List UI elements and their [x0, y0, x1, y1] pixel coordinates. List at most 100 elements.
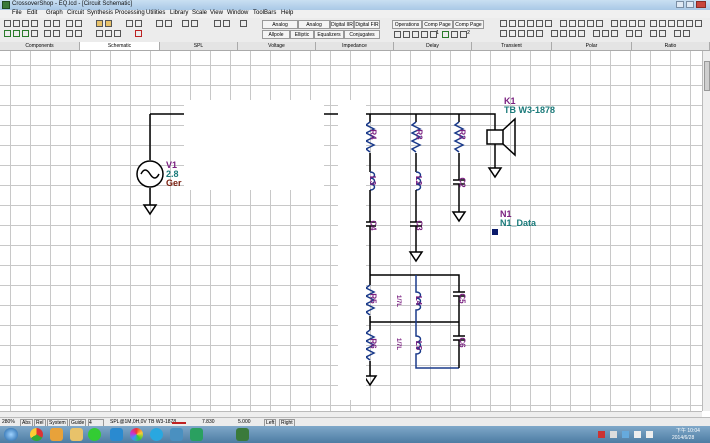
chart15-icon[interactable] [650, 30, 657, 37]
view15-icon[interactable] [638, 20, 645, 27]
opamp-tool-icon[interactable] [31, 30, 38, 37]
wire-tool-icon[interactable] [66, 30, 73, 37]
marker-icon[interactable] [165, 20, 172, 27]
operations-button[interactable]: Operations [392, 20, 422, 29]
ground-tool-icon[interactable] [75, 30, 82, 37]
menu-library[interactable]: Library [170, 10, 189, 16]
skype-icon[interactable] [150, 428, 163, 441]
chart11-icon[interactable] [602, 30, 609, 37]
help-icon[interactable] [214, 20, 221, 27]
network-taskbar-icon[interactable] [170, 428, 183, 441]
tab-polar[interactable]: Polar [552, 42, 632, 50]
menu-view[interactable]: View [210, 10, 223, 16]
view4-icon[interactable] [527, 20, 534, 27]
view3-icon[interactable] [518, 20, 525, 27]
menu-synthesis[interactable]: Synthesis [87, 10, 114, 16]
calc-icon[interactable] [451, 31, 458, 38]
library-icon[interactable] [105, 20, 112, 27]
rotate-icon[interactable] [105, 30, 112, 37]
close-button[interactable] [696, 1, 706, 8]
folder-icon[interactable] [96, 20, 103, 27]
view7-icon[interactable] [560, 20, 567, 27]
chart8-icon[interactable] [569, 30, 576, 37]
menu-window[interactable]: Window [227, 10, 249, 16]
folder-taskbar-icon[interactable] [70, 428, 83, 441]
paste2-icon[interactable] [412, 31, 419, 38]
view13-icon[interactable] [620, 20, 627, 27]
view19-icon[interactable] [677, 20, 684, 27]
copy-icon[interactable] [44, 20, 51, 27]
undo-icon[interactable] [421, 31, 428, 38]
source-tool-icon[interactable] [44, 30, 51, 37]
comp-page1-button[interactable]: Comp Page 1 [422, 20, 453, 36]
view21-icon[interactable] [695, 20, 702, 27]
speaker-tool-icon[interactable] [53, 30, 60, 37]
conjugates-button[interactable]: Conjugates [344, 30, 380, 39]
chart7-icon[interactable] [560, 30, 567, 37]
menu-utilities[interactable]: Utilities [146, 10, 166, 16]
view2-icon[interactable] [509, 20, 516, 27]
tab-delay[interactable]: Delay [394, 42, 472, 50]
menu-graph[interactable]: Graph [46, 10, 63, 16]
mirror-icon[interactable] [114, 30, 121, 37]
tray-icon-3[interactable] [622, 431, 629, 438]
tab-impedance[interactable]: Impedance [316, 42, 394, 50]
app-taskbar-icon[interactable] [110, 428, 123, 441]
comp-page2-button[interactable]: Comp Page 2 [453, 20, 484, 36]
chart18-icon[interactable] [683, 30, 690, 37]
menu-processing[interactable]: Processing [115, 10, 145, 16]
view18-icon[interactable] [668, 20, 675, 27]
view8-icon[interactable] [569, 20, 576, 27]
grid-icon[interactable] [135, 20, 142, 27]
view1-icon[interactable] [500, 20, 507, 27]
chart16-icon[interactable] [659, 30, 666, 37]
check-icon[interactable] [442, 31, 449, 38]
graph-icon[interactable] [66, 20, 73, 27]
open-icon[interactable] [13, 20, 20, 27]
table-icon[interactable] [460, 31, 467, 38]
chart17-icon[interactable] [674, 30, 681, 37]
zoom-icon[interactable] [126, 20, 133, 27]
redo-icon[interactable] [430, 31, 437, 38]
view14-icon[interactable] [629, 20, 636, 27]
menu-scale[interactable]: Scale [192, 10, 208, 16]
view20-icon[interactable] [686, 20, 693, 27]
paste-icon[interactable] [53, 20, 60, 27]
view9-icon[interactable] [578, 20, 585, 27]
tray-icon-4[interactable] [634, 431, 641, 438]
settings-icon[interactable] [240, 20, 247, 27]
export-icon[interactable] [191, 20, 198, 27]
view12-icon[interactable] [611, 20, 618, 27]
menu-toolbars[interactable]: ToolBars [253, 10, 277, 16]
tab-voltage[interactable]: Voltage [238, 42, 316, 50]
cut-icon[interactable] [394, 31, 401, 38]
delete-icon[interactable] [135, 30, 142, 37]
green-app-icon[interactable] [190, 428, 203, 441]
tab-transient[interactable]: Transient [472, 42, 552, 50]
view6-icon[interactable] [545, 20, 552, 27]
cursor-icon[interactable] [156, 20, 163, 27]
resistor-tool-icon[interactable] [4, 30, 11, 37]
clock-date[interactable]: 2014/6/28 [672, 435, 695, 441]
line-icon[interactable] [88, 428, 101, 441]
node-n1-marker[interactable] [492, 229, 498, 235]
minimize-button[interactable] [676, 1, 684, 8]
tray-icon-1[interactable] [598, 431, 605, 438]
view17-icon[interactable] [659, 20, 666, 27]
view5-icon[interactable] [536, 20, 543, 27]
chart2-icon[interactable] [509, 30, 516, 37]
digital-fir-button[interactable]: Digital FIR [354, 20, 380, 29]
maximize-button[interactable] [686, 1, 694, 8]
horizontal-scrollbar[interactable] [0, 411, 702, 418]
chrome-icon[interactable] [30, 428, 43, 441]
tab-schematic[interactable]: Schematic [80, 42, 160, 50]
equalizers-button[interactable]: Equalizers [314, 30, 344, 39]
volume-icon[interactable] [646, 431, 653, 438]
chart4-icon[interactable] [527, 30, 534, 37]
inductor-tool-icon[interactable] [22, 30, 29, 37]
view16-icon[interactable] [650, 20, 657, 27]
chart3-icon[interactable] [518, 30, 525, 37]
chart10-icon[interactable] [593, 30, 600, 37]
capacitor-tool-icon[interactable] [13, 30, 20, 37]
print-icon[interactable] [31, 20, 38, 27]
